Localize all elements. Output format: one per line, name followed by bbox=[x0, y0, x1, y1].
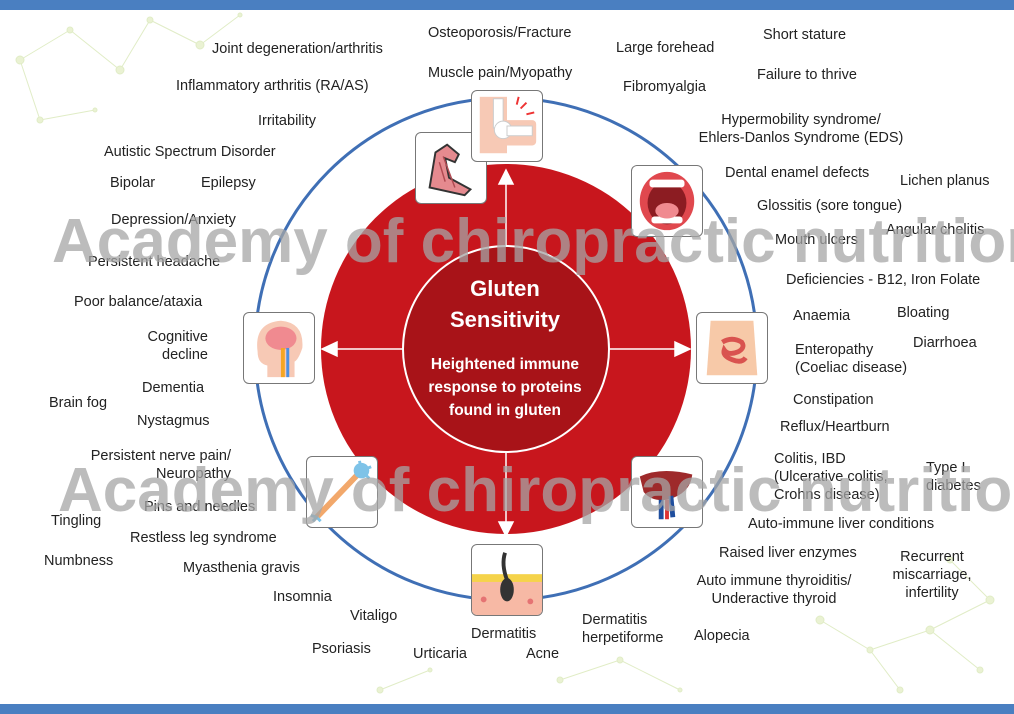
label-reflux: Reflux/Heartburn bbox=[780, 419, 890, 435]
label-enteropathy: Enteropathy (Coeliac disease) bbox=[795, 342, 908, 376]
label-depression: Depression/Anxiety bbox=[111, 212, 236, 228]
label-bloating: Bloating bbox=[897, 305, 950, 321]
label-dermatitis-herpetiforme: Dermatitis herpetiforme bbox=[582, 612, 664, 646]
label-psoriasis: Psoriasis bbox=[312, 641, 371, 657]
label-urticaria: Urticaria bbox=[413, 646, 467, 662]
label-irritability: Irritability bbox=[258, 113, 317, 129]
top-frame-bar bbox=[0, 0, 1014, 10]
watermark-top: Academy of chiropractic nutrition bbox=[52, 207, 1014, 276]
label-osteoporosis: Osteoporosis/Fracture bbox=[428, 25, 572, 41]
label-autistic: Autistic Spectrum Disorder bbox=[104, 144, 276, 160]
label-raised-liver: Raised liver enzymes bbox=[719, 545, 857, 561]
label-short-stature: Short stature bbox=[763, 27, 847, 43]
label-dental: Dental enamel defects bbox=[725, 165, 870, 181]
label-anaemia: Anaemia bbox=[793, 308, 851, 324]
label-recurrent: Recurrent miscarriage, infertility bbox=[892, 549, 972, 601]
label-alopecia: Alopecia bbox=[694, 628, 750, 644]
label-dementia: Dementia bbox=[142, 380, 205, 396]
open-mouth-icon bbox=[631, 165, 703, 237]
label-fibromyalgia: Fibromyalgia bbox=[623, 79, 706, 95]
liver-icon bbox=[631, 456, 703, 528]
skin-hair-icon bbox=[471, 544, 543, 616]
label-tingling: Tingling bbox=[51, 513, 102, 529]
bottom-frame-bar bbox=[0, 704, 1014, 714]
center-title: Gluten Sensitivity bbox=[449, 276, 561, 332]
label-muscle-pain: Muscle pain/Myopathy bbox=[428, 65, 573, 81]
center-subtitle: Heightened immune response to proteins f… bbox=[428, 356, 582, 419]
label-inflammatory-arthritis: Inflammatory arthritis (RA/AS) bbox=[176, 78, 369, 94]
label-joint-degeneration: Joint degeneration/arthritis bbox=[212, 41, 383, 57]
label-constipation: Constipation bbox=[793, 392, 874, 408]
label-autoimmune-liver: Auto-immune liver conditions bbox=[748, 516, 935, 532]
label-nystagmus: Nystagmus bbox=[137, 413, 210, 429]
label-failure-thrive: Failure to thrive bbox=[757, 67, 857, 83]
label-numbness: Numbness bbox=[44, 553, 114, 569]
watermark-bottom: Academy of chiropractic nutrition bbox=[58, 456, 1014, 525]
label-headache: Persistent headache bbox=[88, 254, 221, 270]
label-bipolar: Bipolar bbox=[110, 175, 156, 191]
label-colitis: Colitis, IBD (Ulcerative colitis, Crohns… bbox=[774, 451, 888, 503]
label-large-forehead: Large forehead bbox=[616, 40, 715, 56]
label-dermatitis: Dermatitis bbox=[471, 626, 537, 642]
label-deficiencies: Deficiencies - B12, Iron Folate bbox=[786, 272, 981, 288]
torso-intestines-icon bbox=[696, 312, 768, 384]
label-glossitis: Glossitis (sore tongue) bbox=[757, 198, 903, 214]
knee-joint-icon bbox=[471, 90, 543, 162]
label-pins-needles: Pins and needles bbox=[144, 499, 256, 515]
label-nerve-pain: Persistent nerve pain/ Neuropathy bbox=[90, 448, 231, 482]
label-angular: Angular chelitis bbox=[886, 222, 985, 238]
label-poor-balance: Poor balance/ataxia bbox=[74, 294, 203, 310]
label-thyroiditis: Auto immune thyroiditis/ Underactive thy… bbox=[696, 573, 852, 607]
label-vitaligo: Vitaligo bbox=[350, 608, 398, 624]
label-diarrhoea: Diarrhoea bbox=[913, 335, 977, 351]
label-epilepsy: Epilepsy bbox=[201, 175, 256, 191]
label-acne: Acne bbox=[526, 646, 560, 662]
label-insomnia: Insomnia bbox=[273, 589, 332, 605]
label-myasthenia: Myasthenia gravis bbox=[183, 560, 300, 576]
label-type1: Type I diabetes bbox=[926, 460, 981, 494]
label-hypermobility: Hypermobility syndrome/ Ehlers-Danlos Sy… bbox=[698, 112, 904, 146]
label-brain-fog: Brain fog bbox=[49, 395, 108, 411]
nerve-cell-icon bbox=[306, 456, 378, 528]
label-cognitive: Cognitive decline bbox=[147, 329, 208, 363]
brain-head-icon bbox=[243, 312, 315, 384]
label-mouth-ulcers: Mouth ulcers bbox=[775, 232, 859, 248]
label-lichen: Lichen planus bbox=[900, 173, 990, 189]
label-restless-leg: Restless leg syndrome bbox=[130, 530, 277, 546]
